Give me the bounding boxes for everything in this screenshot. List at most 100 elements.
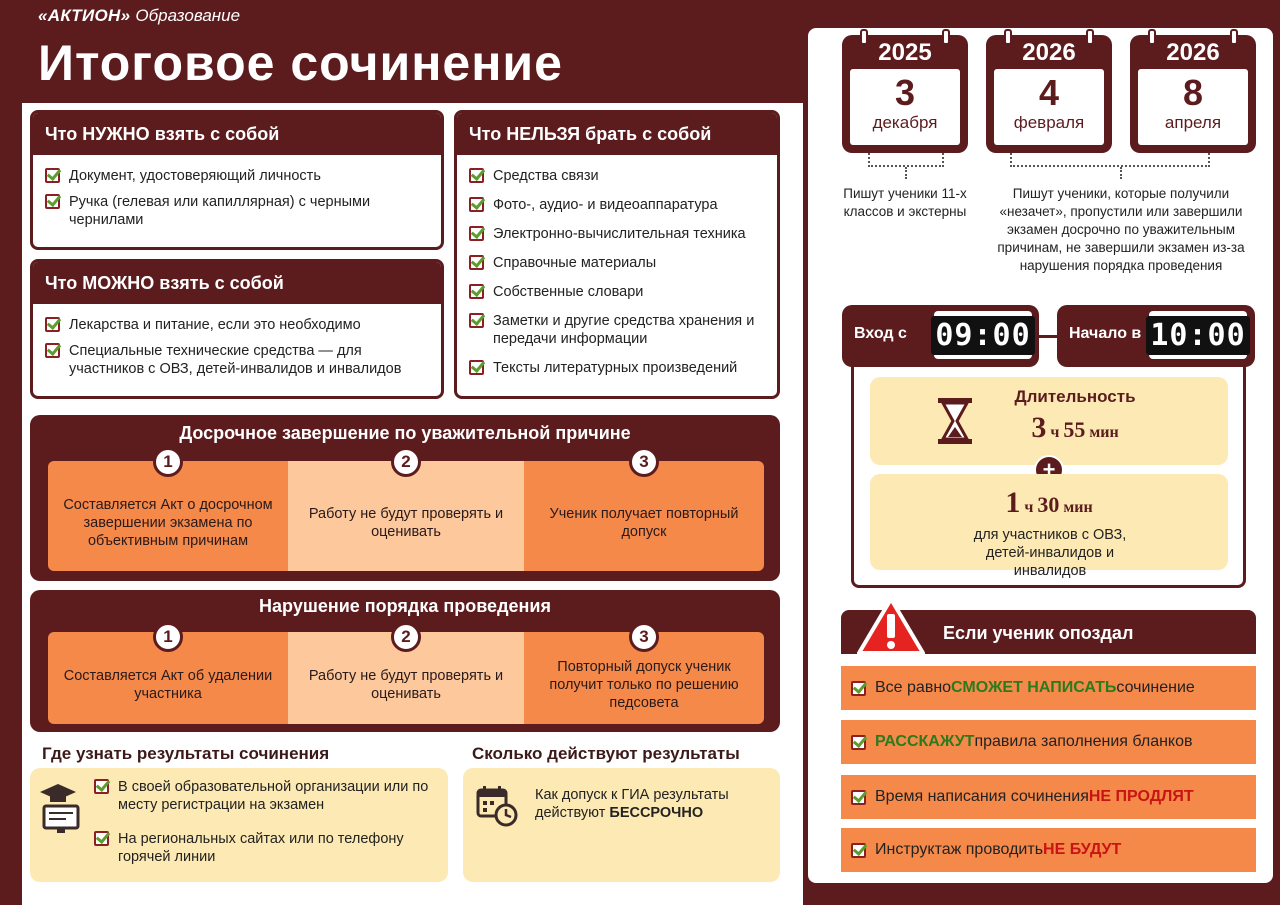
late-item: Все равно СМОЖЕТ НАПИСАТЬ сочинение [841,666,1256,710]
calendar-ring-icon [942,29,950,45]
results-where-item: На региональных сайтах или по телефону г… [94,830,438,866]
violation-title: Нарушение порядка проведения [259,596,551,616]
need-list: Документ, удостоверяющий личность Ручка … [33,155,441,233]
forbidden-box: Что НЕЛЬЗЯ брать с собой Средства связи … [454,110,780,399]
need-item: Документ, удостоверяющий личность [45,167,429,185]
check-icon [851,734,866,750]
brand-sub: Образование [135,6,241,25]
forbidden-item: Тексты литературных произведений [469,359,765,377]
check-icon [469,255,484,270]
check-icon [469,197,484,212]
entry-clock: 09:00 [931,311,1035,359]
date-year: 2025 [878,39,932,66]
duration-frame [851,360,1246,588]
date-month: апреля [1164,113,1222,132]
results-where-list: В своей образовательной организации или … [94,770,438,866]
step-number-badge: 3 [629,447,659,477]
violation-step-1: Составляется Акт об удалении участника [48,632,288,724]
can-box: Что МОЖНО взять с собой Лекарства и пита… [30,259,444,399]
duration-extra-value: 1 ч 30 мин [1005,486,1093,519]
hourglass-icon [938,398,972,444]
can-title: Что МОЖНО взять с собой [33,262,441,304]
check-icon [469,226,484,241]
brand-logo: «АКТИОН»Образование [38,6,240,26]
forbidden-title: Что НЕЛЬЗЯ брать с собой [457,113,777,155]
early-step-3: Ученик получает повторный допуск [524,461,764,571]
need-item: Ручка (гелевая или капиллярная) с черным… [45,193,429,229]
check-icon [851,842,866,858]
forbidden-list: Средства связи Фото-, аудио- и видеоаппа… [457,155,777,379]
early-step-1: Составляется Акт о досрочном завершении … [48,461,288,571]
date-day: 4 [1038,72,1060,113]
results-valid-text: Как допуск к ГИА результаты действуют БЕ… [535,787,729,821]
step-number-badge: 2 [391,622,421,652]
can-item: Специальные технические средства — для у… [45,342,429,378]
can-item: Лекарства и питание, если это необходимо [45,316,429,334]
check-icon [469,360,484,375]
check-icon [94,779,109,794]
late-title: Если ученик опоздал [943,623,1134,643]
forbidden-item: Заметки и другие средства хранения и пер… [469,312,765,348]
calendar-clock-icon [476,786,518,827]
calendar-ring-icon [1230,29,1238,45]
check-icon [469,284,484,299]
bracket-line [1010,153,1210,167]
results-where-item: В своей образовательной организации или … [94,778,438,814]
calendar-ring-icon [860,29,868,45]
entry-label: Вход с [854,325,907,342]
page-title: Итоговое сочинение [38,35,563,91]
results-where-box: В своей образовательной организации или … [30,768,448,882]
forbidden-item: Электронно-вычислительная техника [469,225,765,243]
step-number-badge: 1 [153,447,183,477]
graduate-computer-icon [40,784,80,833]
forbidden-item: Справочные материалы [469,254,765,272]
date-year: 2026 [1022,39,1076,66]
bracket-line [1120,167,1122,179]
check-icon [45,168,60,183]
brand-name: «АКТИОН» [38,6,131,25]
late-item: Инструктаж проводить НЕ БУДУТ [841,828,1256,872]
forbidden-item: Фото-, аудио- и видеоаппаратура [469,196,765,214]
entry-time-box: Вход с 09:00 [842,305,1039,367]
check-icon [851,789,866,805]
duration-title: Длительность [1014,387,1136,406]
connector-line [1039,335,1057,338]
violation-block: Нарушение порядка проведения Составляетс… [30,590,780,732]
start-time-box: Начало в 10:00 [1057,305,1255,367]
forbidden-item: Собственные словари [469,283,765,301]
duration-main: Длительность 3 ч 55 мин [870,377,1228,465]
date-note-2: Пишут ученики, которые получили «незачет… [997,186,1245,273]
bracket-line [868,153,944,167]
bracket-line [905,167,907,179]
early-finish-block: Досрочное завершение по уважительной при… [30,415,780,581]
calendar-ring-icon [1086,29,1094,45]
late-item: Время написания сочинения НЕ ПРОДЛЯТ [841,775,1256,819]
check-icon [45,343,60,358]
date-month: декабря [872,113,938,132]
start-label: Начало в [1069,325,1142,342]
date-note-1: Пишут ученики 11-х классов и экстерны [843,186,967,219]
check-icon [45,317,60,332]
calendar-ring-icon [1148,29,1156,45]
early-step-2: Работу не будут проверять и оценивать [288,461,524,571]
step-number-badge: 2 [391,447,421,477]
early-title: Досрочное завершение по уважительной при… [179,423,631,443]
need-box: Что НУЖНО взять с собой Документ, удосто… [30,110,444,250]
duration-main-value: 3 ч 55 мин [1031,411,1119,444]
results-where-title: Где узнать результаты сочинения [42,744,330,763]
date-day: 8 [1182,72,1204,113]
check-icon [469,313,484,328]
results-valid-box: Как допуск к ГИА результаты действуют БЕ… [463,768,780,882]
need-title: Что НУЖНО взять с собой [33,113,441,155]
duration-extra-note: для участников с ОВЗ, детей-инвалидов и … [973,527,1127,579]
check-icon [851,680,866,696]
can-list: Лекарства и питание, если это необходимо… [33,304,441,382]
duration-extra: 1 ч 30 мин для участников с ОВЗ, детей-и… [870,474,1228,579]
check-icon [94,831,109,846]
